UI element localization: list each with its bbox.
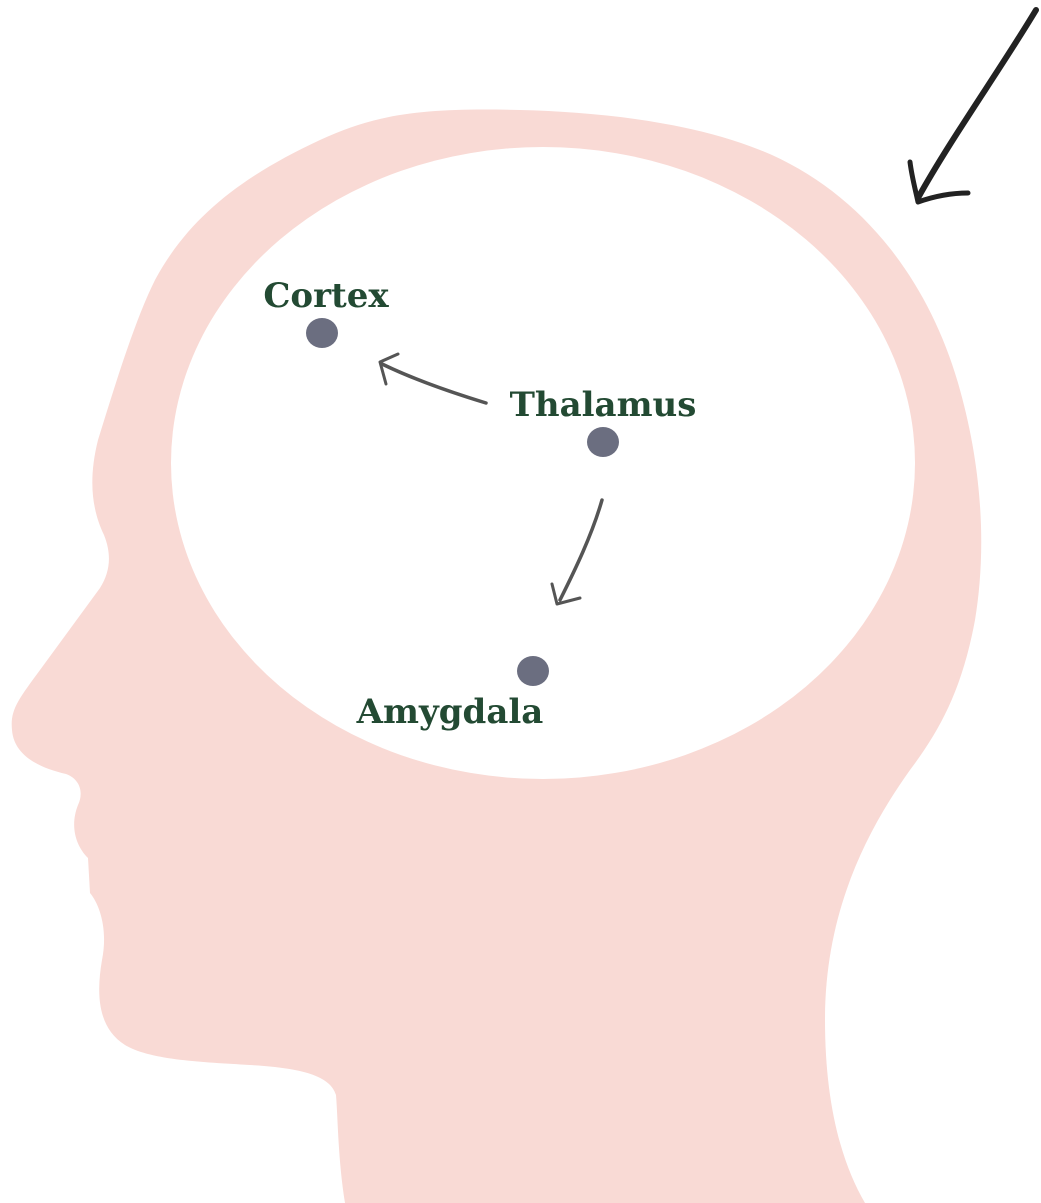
pointer-arrow-icon — [910, 10, 1036, 202]
thalamus-label: Thalamus — [510, 385, 697, 425]
amygdala-label: Amygdala — [356, 692, 544, 732]
brain-area — [171, 147, 915, 779]
cortex-label: Cortex — [263, 276, 389, 316]
thalamus-dot — [587, 427, 619, 457]
amygdala-dot — [517, 656, 549, 686]
cortex-dot — [306, 318, 338, 348]
